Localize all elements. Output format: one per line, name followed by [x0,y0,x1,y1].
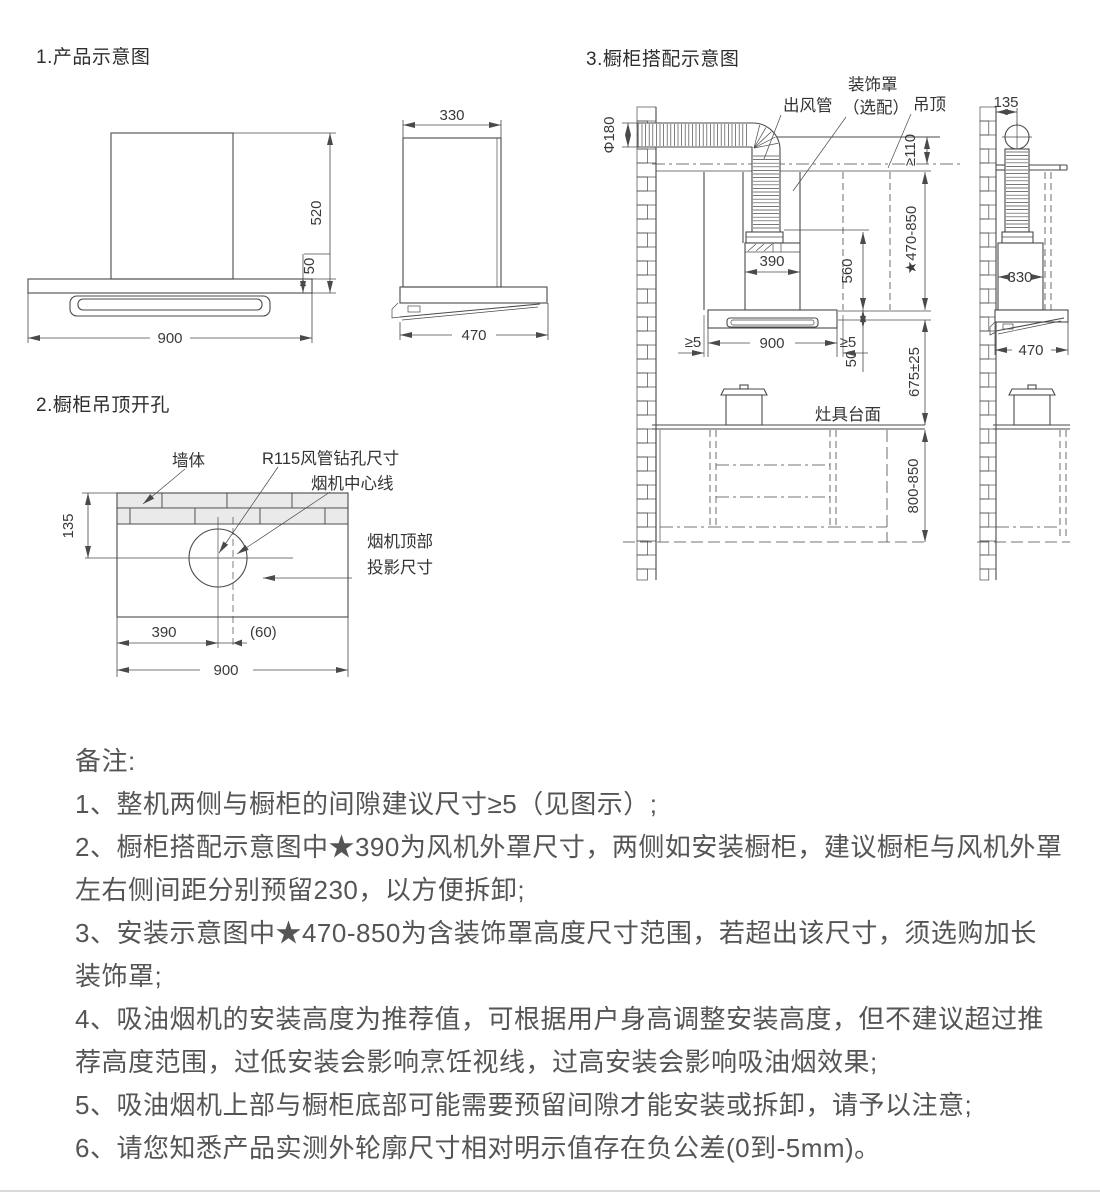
dim-hood-width-3: 900 [759,335,784,352]
label-projection-line2: 投影尺寸 [367,558,433,577]
decorative-cover-outline [742,172,801,243]
label-centerline: 烟机中心线 [311,474,394,493]
note-line: 1、整机两侧与橱柜的间隙建议尺寸≥5（见图示）; [75,789,658,819]
hood-body-front-view [27,278,313,294]
note-line: 装饰罩; [75,961,163,991]
note-line: 左右侧间距分别预留230，以方便拆卸; [75,875,526,905]
section2-title: 2.橱柜吊顶开孔 [36,395,170,416]
section3-title: 3.橱柜搭配示意图 [586,49,740,70]
dim-side-gap-right: ≥5 [840,334,857,351]
dim-hood-to-counter: 675±25 [906,347,923,397]
dim-duct-section-height: 560 [839,258,856,283]
hood-body-side [399,286,548,304]
dim-top-depth: 330 [1007,269,1032,286]
dim-width-2: 900 [213,662,238,679]
notes-heading: 备注: [75,746,136,776]
dim-top-offset: 135 [60,513,77,538]
label-countertop: 灶具台面 [815,405,881,424]
dim-side-gap-left: ≥5 [685,334,702,351]
dim-counter-height: 800-850 [905,458,922,513]
hood-body-front [707,309,838,329]
note-line: 5、吸油烟机上部与橱柜底部可能需要预留间隙才能安装或拆卸，请予以注意; [75,1090,973,1120]
dim-cover-height-range: ★470-850 [903,206,920,275]
label-projection-line1: 烟机顶部 [367,532,433,551]
hood-top-projection-rect [116,492,349,618]
dim-side-top-width: 330 [439,107,464,124]
note-line: 6、请您知悉产品实测外轮廓尺寸相对明示值存在负公差(0到-5mm)。 [75,1133,881,1163]
note-line: 4、吸油烟机的安装高度为推荐值，可根据用户身高调整安装高度，但不建议超过推 [75,1004,1044,1034]
label-drill-hole: R115风管钻孔尺寸 [262,449,399,468]
label-cover-line2: （选配） [843,98,909,117]
cabinet-match-side-view: 135 330 [977,94,1070,543]
note-line: 3、安装示意图中★470-850为含装饰罩高度尺寸范围，若超出该尺寸，须选购加长 [75,918,1037,948]
note-line: 荐高度范围，过低安装会影响烹饪视线，过高安装会影响吸油烟效果; [75,1047,878,1077]
chimney-front [110,132,234,280]
note-line: 2、橱柜搭配示意图中★390为风机外罩尺寸，两侧如安装橱柜，建议橱柜与风机外罩 [75,832,1063,862]
dim-center-from-left: 390 [151,624,176,641]
dim-fan-cover-width: 390 [759,253,784,270]
dim-front-height: 520 [308,200,325,225]
product-side-view: 330 470 [391,107,549,344]
label-ceiling: 吊顶 [913,96,946,114]
notes-block: 备注: 1、整机两侧与橱柜的间隙建议尺寸≥5（见图示）; 2、橱柜搭配示意图中★… [75,740,1063,1170]
label-cover-line1: 装饰罩 [848,75,898,94]
fan-cover-box [744,242,801,311]
bottom-divider [0,1190,1100,1192]
dim-depth-3: 470 [1018,342,1043,359]
dim-front-body-height: 50 [301,258,318,275]
cabinet-match-drawing: Φ180 ≥110 ★470-850 675±25 800-850 560 50… [601,75,1070,581]
label-wall: 墙体 [172,451,206,470]
dim-front-width: 900 [157,330,182,347]
dim-ceiling-gap: ≥110 [902,134,919,166]
dim-hole-offset: (60) [250,624,277,641]
dim-duct-diameter: Φ180 [601,117,618,154]
dim-side-depth: 470 [461,327,486,344]
product-front-view: 900 520 50 [27,132,336,347]
chimney-side [402,137,502,288]
ceiling-cutout-drawing: 135 390 (60) 900 墙体 R115风管钻孔尺寸 烟机中心线 烟机顶… [60,449,433,679]
dim-wall-to-duct-center: 135 [993,94,1018,111]
section1-title: 1.产品示意图 [36,47,151,68]
label-duct: 出风管 [783,96,833,115]
